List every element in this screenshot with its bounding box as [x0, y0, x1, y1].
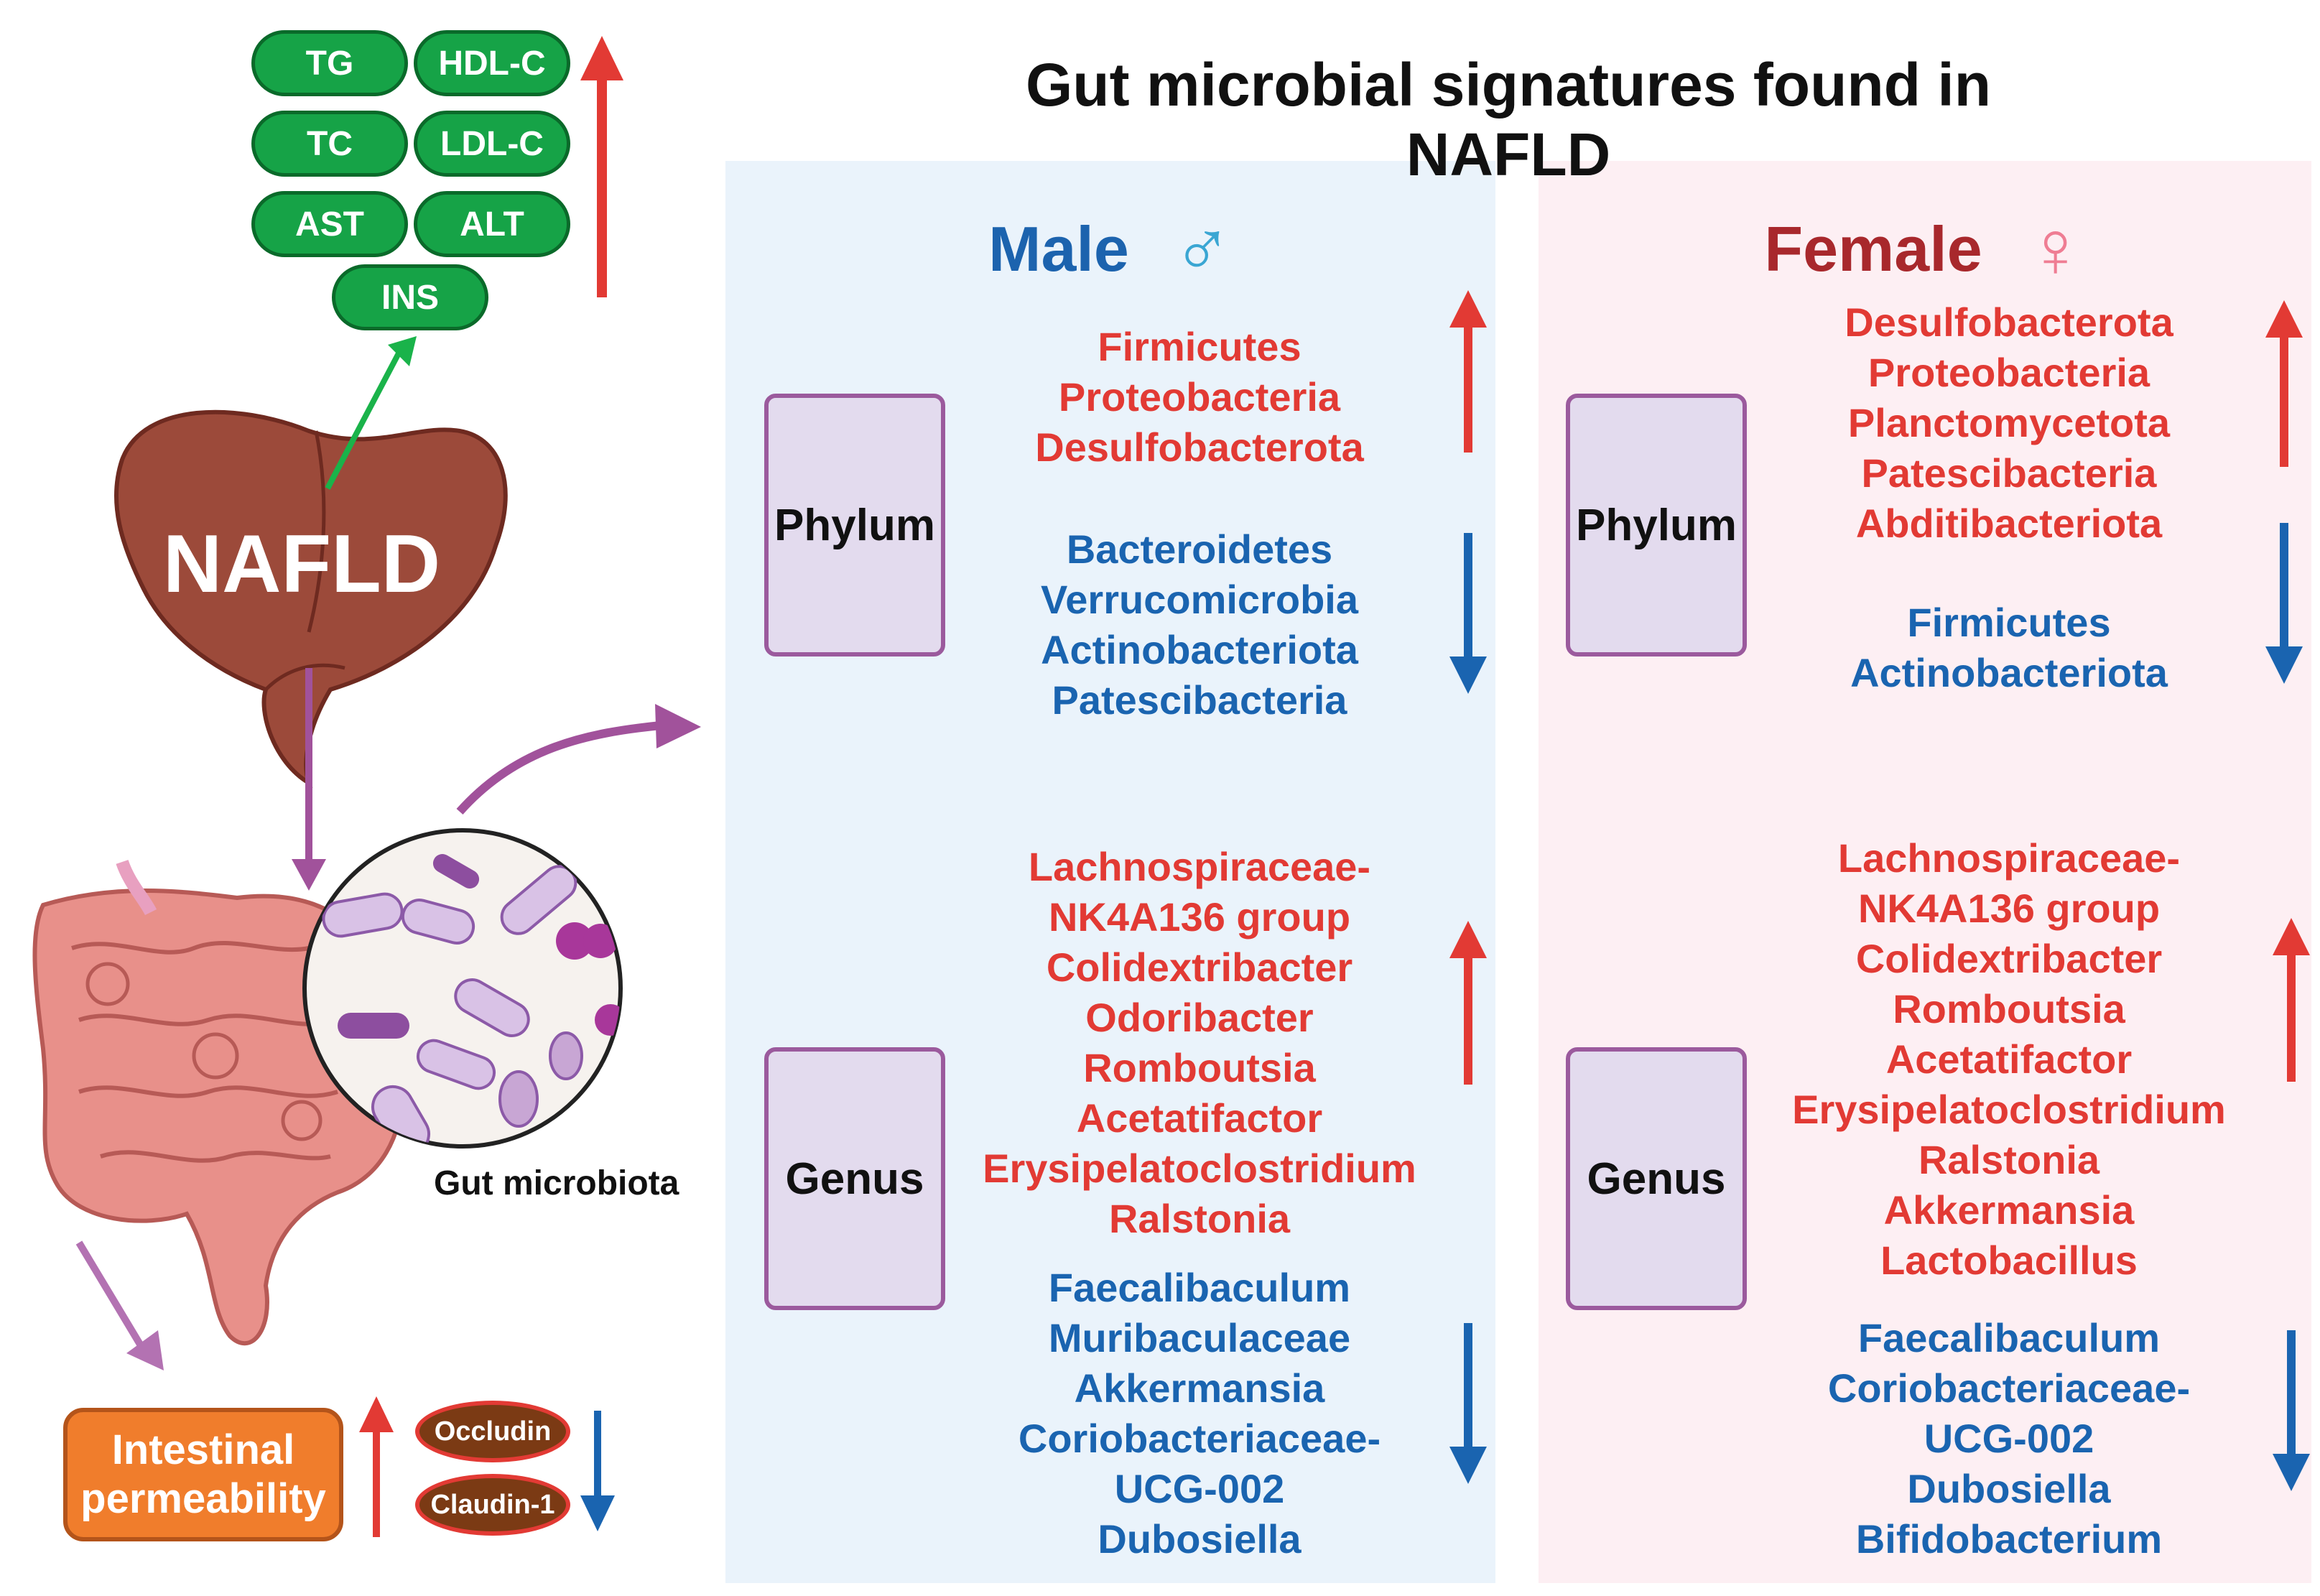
intestinal-permeability-box: Intestinal permeability [63, 1408, 343, 1541]
female-phylum-increase-arrow [2265, 300, 2303, 467]
taxon: Desulfobacterota [1035, 424, 1364, 470]
taxon: Akkermansia [1074, 1365, 1325, 1411]
taxon: Acetatifactor [1076, 1095, 1323, 1141]
female-phylum-box: Phylum [1566, 394, 1747, 657]
taxon: Dubosiella [1098, 1516, 1301, 1562]
taxon: Firmicutes [1907, 600, 2111, 645]
taxon: Planctomycetota [1847, 400, 2171, 445]
taxon: Erysipelatoclostridium [1792, 1087, 2226, 1132]
liver-to-gut-arrow [292, 668, 326, 891]
figure-title: Gut microbial signatures found in NAFLD [1025, 51, 1992, 188]
taxon: Lachnospiraceae- [1028, 844, 1371, 889]
taxon: Colidextribacter [1046, 945, 1353, 990]
taxon: Abditibacteriota [1855, 501, 2163, 546]
marker-ins: INS [332, 264, 488, 330]
permeability-increase-arrow [359, 1396, 394, 1537]
tight-junction-decrease-arrow [580, 1411, 615, 1531]
female-heading-text: Female [1764, 213, 1982, 284]
female-genus-decrease-arrow [2273, 1330, 2310, 1491]
permeability-line-1: Intestinal [111, 1426, 295, 1473]
serum-increase-arrow [580, 36, 623, 297]
female-phylum-down-list: Firmicutes Actinobacteriota [1761, 598, 2257, 698]
male-genus-up-list: Lachnospiraceae- NK4A136 group Colidextr… [955, 842, 1444, 1244]
permeability-line-2: permeability [80, 1475, 326, 1522]
male-heading: Male ♂ [725, 203, 1495, 295]
taxon: Lachnospiraceae- [1837, 835, 2181, 881]
marker-hdl-c: HDL-C [414, 30, 570, 96]
male-genus-increase-arrow [1449, 921, 1487, 1085]
taxon: Verrucomicrobia [1041, 577, 1358, 622]
taxon: Romboutsia [1893, 986, 2125, 1031]
taxon: Erysipelatoclostridium [983, 1146, 1416, 1191]
male-phylum-decrease-arrow [1449, 533, 1487, 694]
female-symbol-icon: ♀ [2025, 204, 2086, 294]
male-phylum-increase-arrow [1449, 290, 1487, 453]
taxon: Proteobacteria [1867, 350, 2150, 395]
taxon: Faecalibaculum [1048, 1265, 1351, 1310]
taxon: Firmicutes [1098, 324, 1301, 369]
gut-to-permeability-arrow [75, 1240, 164, 1370]
claudin-1-badge: Claudin-1 [415, 1474, 570, 1536]
female-genus-box: Genus [1566, 1047, 1747, 1310]
taxon: Actinobacteriota [1850, 650, 2168, 695]
taxon: Actinobacteriota [1041, 627, 1358, 672]
taxon: NK4A136 group [1857, 886, 2161, 931]
taxon: NK4A136 group [1048, 894, 1351, 939]
male-symbol-icon: ♂ [1171, 204, 1233, 294]
taxon: Acetatifactor [1885, 1036, 2133, 1082]
marker-ast: AST [251, 191, 408, 257]
taxon: Coriobacteriaceae- [1018, 1416, 1381, 1461]
gut-to-signatures-arrow [456, 704, 701, 815]
taxon: Patescibacteria [1861, 450, 2157, 496]
female-genus-down-list: Faecalibaculum Coriobacteriaceae- UCG-00… [1761, 1313, 2257, 1564]
microbiota-magnifier-icon [302, 828, 623, 1149]
liver-icon [113, 409, 508, 788]
marker-tc: TC [251, 111, 408, 177]
taxon: Lactobacillus [1880, 1238, 2138, 1283]
marker-tg: TG [251, 30, 408, 96]
taxon: Ralstonia [1918, 1137, 2100, 1182]
marker-ldl-c: LDL-C [414, 111, 570, 177]
occludin-badge: Occludin [415, 1401, 570, 1462]
taxon: Bifidobacterium [1855, 1516, 2163, 1562]
taxon: Romboutsia [1083, 1045, 1316, 1090]
male-genus-box: Genus [764, 1047, 945, 1310]
male-heading-text: Male [988, 213, 1129, 284]
female-phylum-decrease-arrow [2265, 523, 2303, 684]
male-phylum-box: Phylum [764, 394, 945, 657]
taxon: Odoribacter [1085, 995, 1314, 1040]
female-phylum-up-list: Desulfobacterota Proteobacteria Planctom… [1761, 297, 2257, 549]
male-genus-decrease-arrow [1449, 1323, 1487, 1484]
liver-to-markers-arrow [325, 336, 417, 490]
female-genus-increase-arrow [2273, 918, 2310, 1082]
taxon: Akkermansia [1883, 1187, 2135, 1233]
taxon: Bacteroidetes [1066, 526, 1333, 572]
gut-microbiota-label: Gut microbiota [434, 1164, 679, 1202]
nafld-label: NAFLD [162, 519, 441, 610]
taxon: Ralstonia [1108, 1196, 1291, 1241]
taxon: Proteobacteria [1058, 374, 1341, 419]
male-phylum-up-list: Firmicutes Proteobacteria Desulfobactero… [955, 322, 1444, 473]
male-phylum-down-list: Bacteroidetes Verrucomicrobia Actinobact… [955, 524, 1444, 725]
taxon: UCG-002 [1924, 1416, 2094, 1461]
male-genus-down-list: Faecalibaculum Muribaculaceae Akkermansi… [955, 1263, 1444, 1564]
female-genus-up-list: Lachnospiraceae- NK4A136 group Colidextr… [1761, 833, 2257, 1286]
taxon: Desulfobacterota [1845, 300, 2173, 345]
female-heading: Female ♀ [1539, 203, 2311, 295]
taxon: Muribaculaceae [1048, 1315, 1351, 1360]
taxon: Dubosiella [1907, 1466, 2111, 1511]
taxon: Patescibacteria [1052, 677, 1347, 723]
taxon: Colidextribacter [1855, 936, 2163, 981]
taxon: Coriobacteriaceae- [1827, 1365, 2191, 1411]
taxon: UCG-002 [1114, 1466, 1285, 1511]
marker-alt: ALT [414, 191, 570, 257]
taxon: Faecalibaculum [1857, 1315, 2161, 1360]
